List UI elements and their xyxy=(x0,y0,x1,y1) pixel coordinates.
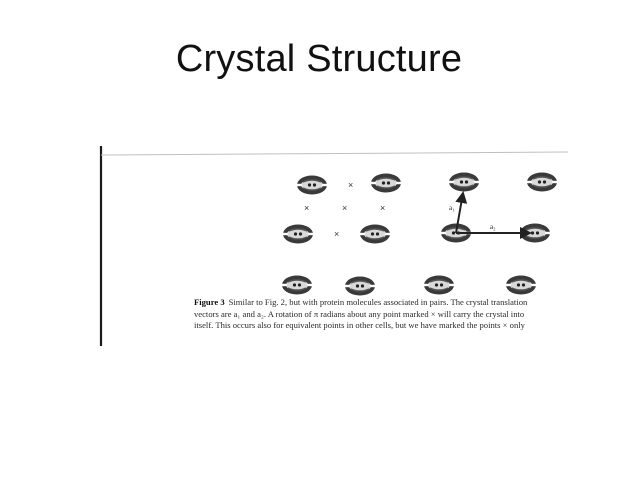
vector-a1-label: a₁ xyxy=(449,204,455,212)
molecule-pair xyxy=(281,223,315,245)
molecule-pair xyxy=(504,274,538,296)
crystal-lattice-diagram: × × × × × a₁ a₂ xyxy=(99,146,568,346)
caption-line-2: vectors are a₁ and a₂. A rotation of π r… xyxy=(194,308,525,319)
rotation-point-mark: × xyxy=(304,203,309,213)
molecule-pair xyxy=(369,172,403,194)
molecule-pair xyxy=(343,275,377,297)
vector-a1-arrow xyxy=(455,191,468,234)
slide-title: Crystal Structure xyxy=(175,38,463,80)
figure-label: Figure 3 xyxy=(194,297,225,307)
caption-line-3: itself. This occurs also for equivalent … xyxy=(194,320,525,331)
molecule-pair xyxy=(358,223,392,245)
molecule-pair xyxy=(422,274,456,296)
molecule-pair xyxy=(525,171,559,193)
caption-text: Similar to Fig. 2, but with protein mole… xyxy=(228,297,528,307)
molecule-pair xyxy=(280,274,314,296)
molecule-pair xyxy=(295,174,329,196)
rotation-point-mark: × xyxy=(348,180,353,190)
vector-a2-label: a₂ xyxy=(490,223,496,231)
scan-top-rule xyxy=(100,151,568,156)
rotation-point-mark: × xyxy=(380,203,385,213)
rotation-point-mark: × xyxy=(342,203,347,213)
molecule-pair xyxy=(447,171,481,193)
rotation-point-mark: × xyxy=(334,229,339,239)
